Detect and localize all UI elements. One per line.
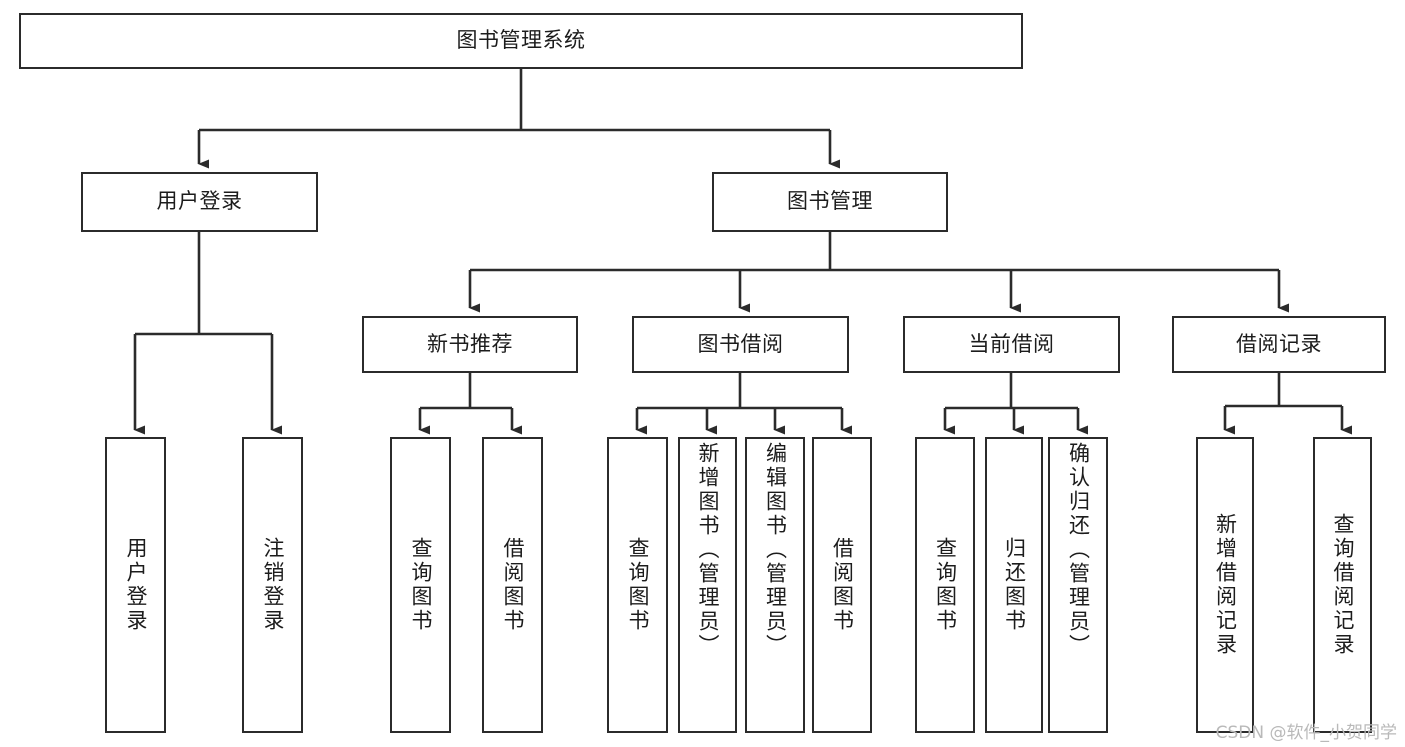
- node-leaf-query-record-label: 查询借阅记录: [1331, 513, 1355, 657]
- node-leaf-borrow-book-1[interactable]: 借阅图书: [482, 437, 543, 733]
- node-user-login-label: 用户登录: [156, 189, 243, 214]
- node-leaf-add-book-label: 新增图书（管理员）: [696, 442, 720, 658]
- node-book-manage-label: 图书管理: [787, 189, 873, 214]
- node-new-book-recommend-label: 新书推荐: [427, 331, 513, 356]
- node-book-manage[interactable]: 图书管理: [712, 172, 948, 232]
- node-leaf-user-login[interactable]: 用户登录: [105, 437, 166, 733]
- node-leaf-query-book-2[interactable]: 查询图书: [607, 437, 668, 733]
- node-leaf-query-book-2-label: 查询图书: [626, 537, 650, 633]
- node-book-borrow[interactable]: 图书借阅: [632, 316, 849, 373]
- node-leaf-borrow-book-2-label: 借阅图书: [830, 537, 855, 633]
- node-leaf-edit-book-label: 编辑图书（管理员）: [763, 442, 788, 658]
- node-leaf-logout-login-label: 注销登录: [261, 537, 285, 633]
- node-leaf-borrow-book-1-label: 借阅图书: [501, 537, 525, 633]
- node-leaf-return-book-label: 归还图书: [1002, 537, 1027, 633]
- node-leaf-add-record[interactable]: 新增借阅记录: [1196, 437, 1254, 733]
- node-leaf-query-book-3[interactable]: 查询图书: [915, 437, 975, 733]
- node-leaf-query-record[interactable]: 查询借阅记录: [1313, 437, 1372, 733]
- node-book-borrow-label: 图书借阅: [697, 331, 784, 356]
- node-leaf-add-book[interactable]: 新增图书（管理员）: [678, 437, 737, 733]
- node-leaf-user-login-label: 用户登录: [124, 537, 148, 633]
- node-new-book-recommend[interactable]: 新书推荐: [362, 316, 578, 373]
- node-leaf-add-record-label: 新增借阅记录: [1213, 513, 1238, 657]
- node-leaf-return-book[interactable]: 归还图书: [985, 437, 1043, 733]
- node-leaf-query-book-1[interactable]: 查询图书: [390, 437, 451, 733]
- node-leaf-edit-book[interactable]: 编辑图书（管理员）: [745, 437, 805, 733]
- node-leaf-query-book-3-label: 查询图书: [933, 537, 958, 633]
- node-user-login[interactable]: 用户登录: [81, 172, 318, 232]
- node-borrow-record-label: 借阅记录: [1236, 331, 1322, 356]
- node-root[interactable]: 图书管理系统: [19, 13, 1023, 69]
- csdn-watermark: CSDN @软件_小贺同学: [1215, 723, 1397, 743]
- node-borrow-record[interactable]: 借阅记录: [1172, 316, 1386, 373]
- node-leaf-confirm-return-label: 确认归还（管理员）: [1066, 442, 1091, 658]
- node-leaf-confirm-return[interactable]: 确认归还（管理员）: [1048, 437, 1108, 733]
- node-leaf-borrow-book-2[interactable]: 借阅图书: [812, 437, 872, 733]
- node-current-borrow[interactable]: 当前借阅: [903, 316, 1120, 373]
- node-leaf-query-book-1-label: 查询图书: [409, 537, 433, 633]
- node-leaf-logout-login[interactable]: 注销登录: [242, 437, 303, 733]
- node-current-borrow-label: 当前借阅: [968, 331, 1055, 356]
- node-root-label: 图书管理系统: [456, 28, 586, 53]
